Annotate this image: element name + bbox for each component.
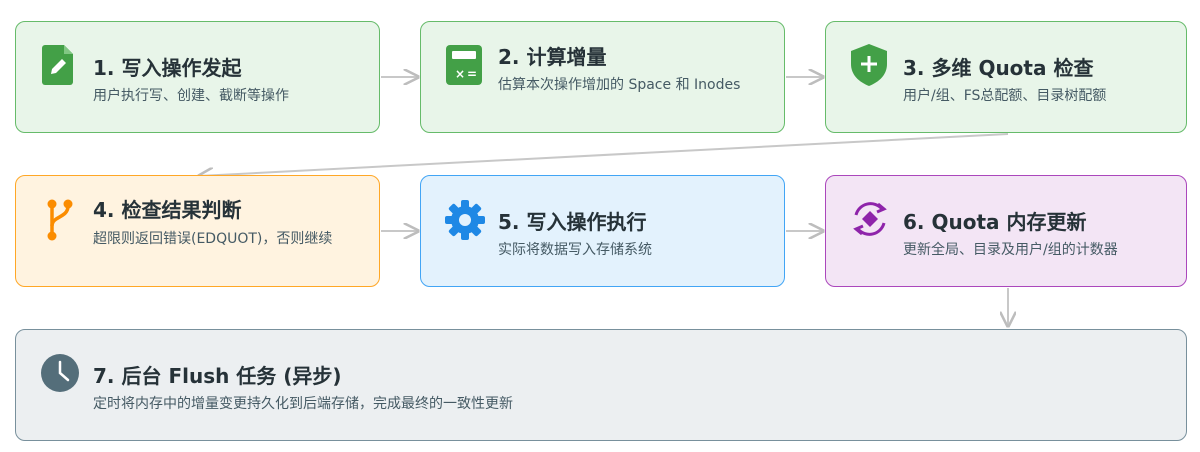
step-4-box: 4. 检查结果判断 超限则返回错误(EDQUOT)，否则继续 — [15, 175, 380, 287]
step-7-title: 7. 后台 Flush 任务 (异步) — [93, 364, 342, 388]
step-2-box: × = 2. 计算增量 估算本次操作增加的 Space 和 Inodes — [420, 21, 785, 133]
step-3-title: 3. 多维 Quota 检查 — [903, 56, 1094, 80]
calculator-icon: × = — [446, 45, 482, 85]
step-3-desc: 用户/组、FS总配额、目录树配额 — [903, 88, 1107, 104]
step-5-title: 5. 写入操作执行 — [498, 210, 647, 234]
step-7-desc: 定时将内存中的增量变更持久化到后端存储，完成最终的一致性更新 — [93, 396, 513, 412]
clock-icon — [41, 354, 79, 392]
step-1-box: 1. 写入操作发起 用户执行写、创建、截断等操作 — [15, 21, 380, 133]
gear-icon — [445, 200, 485, 240]
shield-plus-icon — [851, 44, 887, 86]
step-1-desc: 用户执行写、创建、截断等操作 — [93, 88, 289, 104]
step-3-box: 3. 多维 Quota 检查 用户/组、FS总配额、目录树配额 — [825, 21, 1187, 133]
sync-icon — [853, 202, 887, 236]
edit-document-icon — [42, 45, 73, 85]
step-4-desc: 超限则返回错误(EDQUOT)，否则继续 — [93, 231, 333, 247]
step-7-box: 7. 后台 Flush 任务 (异步) 定时将内存中的增量变更持久化到后端存储，… — [15, 329, 1187, 441]
svg-text:×: × — [455, 67, 465, 81]
step-6-title: 6. Quota 内存更新 — [903, 210, 1087, 234]
branch-icon — [47, 199, 73, 241]
step-6-desc: 更新全局、目录及用户/组的计数器 — [903, 242, 1118, 258]
step-5-box: 5. 写入操作执行 实际将数据写入存储系统 — [420, 175, 785, 287]
step-1-title: 1. 写入操作发起 — [93, 56, 242, 80]
step-2-desc: 估算本次操作增加的 Space 和 Inodes — [498, 77, 741, 93]
svg-text:=: = — [467, 67, 477, 81]
step-4-title: 4. 检查结果判断 — [93, 198, 242, 222]
arrow-3-to-4 — [199, 133, 1009, 176]
step-2-title: 2. 计算增量 — [498, 45, 607, 69]
step-5-desc: 实际将数据写入存储系统 — [498, 242, 652, 258]
step-6-box: 6. Quota 内存更新 更新全局、目录及用户/组的计数器 — [825, 175, 1187, 287]
